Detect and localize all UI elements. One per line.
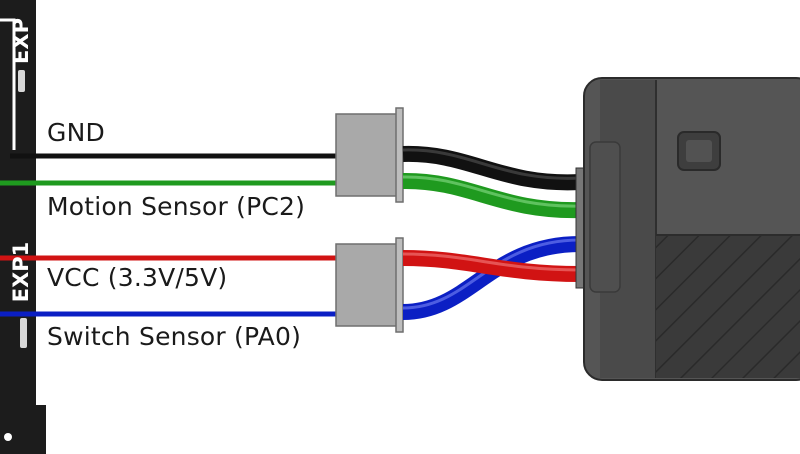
exp-header-slot <box>18 70 25 92</box>
mounting-dot <box>4 433 12 441</box>
exp1-header-slot <box>20 318 27 348</box>
vcc-label: VCC (3.3V/5V) <box>47 263 228 292</box>
motion-cable <box>402 172 581 219</box>
vcc-cable <box>402 250 581 282</box>
switch-cable <box>402 236 581 320</box>
controller-board <box>0 0 46 454</box>
header-outline <box>0 18 16 150</box>
exp1-header-label: EXP1 <box>9 242 33 303</box>
gnd-label: GND <box>47 118 105 147</box>
lower-connector <box>335 237 404 333</box>
sensor-module <box>575 77 800 381</box>
gnd-cable <box>402 145 581 191</box>
exp-header-label: EXP <box>9 18 33 64</box>
motion-sensor-label: Motion Sensor (PC2) <box>47 192 306 221</box>
cable-bundle <box>402 145 581 320</box>
upper-connector <box>335 107 404 203</box>
switch-sensor-label: Switch Sensor (PA0) <box>47 322 302 351</box>
